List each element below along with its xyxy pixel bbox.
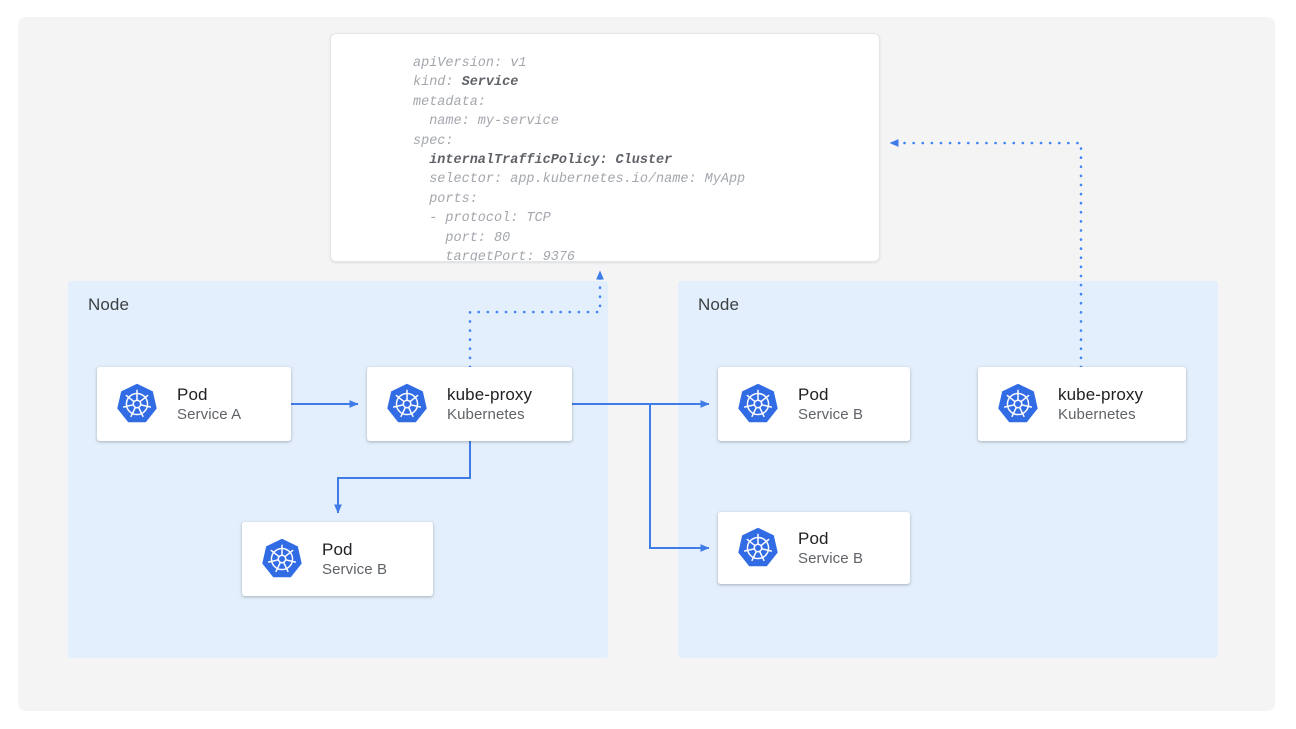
card-subtitle: Service B: [322, 560, 388, 578]
card-text: Pod Service B: [798, 384, 863, 425]
node-label-right: Node: [698, 295, 740, 314]
card-subtitle: Kubernetes: [1058, 405, 1136, 423]
card-pod-service-b-top[interactable]: Pod Service B: [718, 367, 910, 441]
node-label-left: Node: [88, 295, 130, 314]
card-title: Pod: [798, 384, 829, 404]
node-container-left: Node: [68, 281, 608, 658]
card-text: Pod Service B: [322, 539, 387, 580]
card-pod-service-b-bottom[interactable]: Pod Service B: [718, 512, 910, 584]
card-text: Pod Service A: [177, 384, 241, 425]
card-pod-service-b-left-node[interactable]: Pod Service B: [242, 522, 433, 596]
card-subtitle: Service B: [798, 405, 864, 423]
card-title: Pod: [322, 539, 353, 559]
card-title: Pod: [798, 528, 829, 548]
card-title: kube-proxy: [1058, 384, 1144, 404]
kubernetes-icon: [262, 538, 302, 578]
card-text: kube-proxy Kubernetes: [1058, 384, 1143, 425]
service-manifest-card: apiVersion: v1 kind: Service metadata: n…: [330, 33, 880, 262]
kubernetes-icon: [387, 383, 427, 423]
kubernetes-icon: [117, 383, 157, 423]
card-title: kube-proxy: [447, 384, 533, 404]
kubernetes-icon: [738, 383, 778, 423]
card-kube-proxy-left[interactable]: kube-proxy Kubernetes: [367, 367, 572, 441]
kubernetes-icon: [738, 527, 778, 567]
node-container-right: Node: [678, 281, 1218, 658]
kubernetes-icon: [998, 383, 1038, 423]
card-text: Pod Service B: [798, 528, 863, 569]
card-subtitle: Service B: [798, 549, 864, 567]
card-subtitle: Service A: [177, 405, 242, 423]
card-text: kube-proxy Kubernetes: [447, 384, 532, 425]
service-manifest-code: apiVersion: v1 kind: Service metadata: n…: [413, 56, 746, 262]
card-kube-proxy-right[interactable]: kube-proxy Kubernetes: [978, 367, 1186, 441]
card-subtitle: Kubernetes: [447, 405, 525, 423]
card-title: Pod: [177, 384, 208, 404]
card-pod-service-a[interactable]: Pod Service A: [97, 367, 291, 441]
